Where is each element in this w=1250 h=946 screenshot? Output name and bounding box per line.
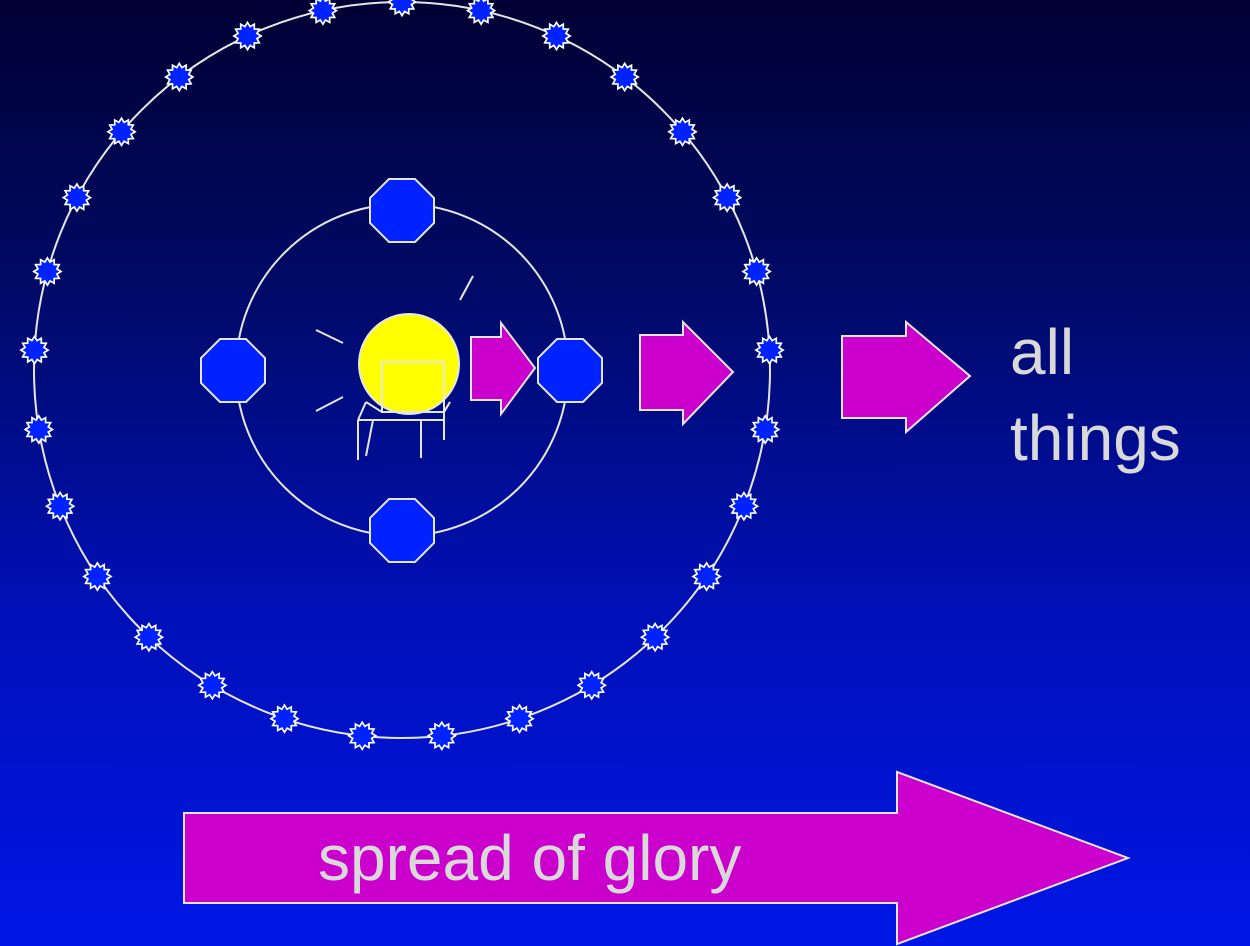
- outer-star: [692, 562, 722, 591]
- arrow-sun-to-inner: [470, 320, 537, 418]
- all-things-label-line1: all: [1010, 316, 1074, 388]
- outer-star: [729, 491, 759, 521]
- inner-nodes: [200, 178, 603, 563]
- outer-star: [610, 62, 640, 92]
- sun-rays: [315, 275, 474, 412]
- sun: [358, 313, 460, 415]
- spread-of-glory-arrow: [183, 770, 1131, 946]
- outer-star: [164, 62, 194, 92]
- outer-star: [387, 0, 417, 17]
- arrow-outer-to-all-things: [841, 319, 972, 435]
- outer-star: [427, 721, 457, 751]
- outer-star: [32, 257, 62, 286]
- throne-icon: [357, 361, 451, 460]
- outer-star: [82, 562, 112, 591]
- outer-star: [308, 0, 338, 26]
- outer-star: [197, 670, 227, 700]
- outer-star: [270, 704, 299, 734]
- octagon-node-left: [200, 338, 266, 403]
- outer-star: [24, 415, 54, 444]
- arrow-inner-to-outer: [639, 319, 735, 427]
- outer-star: [347, 721, 377, 751]
- outer-star: [505, 704, 534, 734]
- outer-star: [712, 183, 742, 213]
- outer-star: [742, 257, 772, 286]
- octagon-node-right: [537, 338, 603, 403]
- octagon-node-bottom: [369, 498, 435, 563]
- spread-of-glory-label: spread of glory: [318, 822, 741, 894]
- outer-star: [20, 335, 49, 365]
- outer-star: [45, 491, 75, 521]
- outer-star: [577, 670, 607, 700]
- outer-star: [466, 0, 496, 26]
- outer-star: [233, 21, 262, 51]
- outer-star: [750, 415, 780, 444]
- outer-star: [542, 21, 571, 51]
- outer-star: [755, 335, 784, 365]
- outer-star: [62, 183, 92, 213]
- all-things-label-line2: things: [1010, 402, 1181, 474]
- octagon-node-top: [369, 178, 435, 243]
